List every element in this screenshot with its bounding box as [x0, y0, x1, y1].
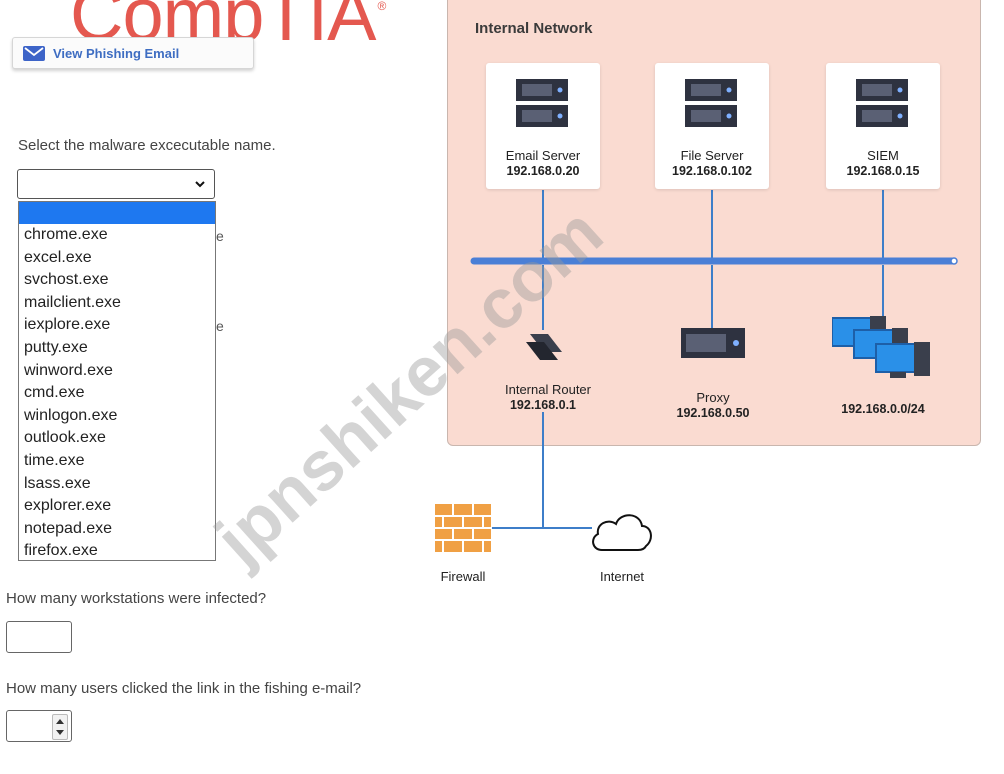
- firewall-label: Firewall: [440, 569, 486, 584]
- file-server-ip: 192.168.0.102: [672, 164, 752, 178]
- stepper-down-icon[interactable]: [56, 730, 64, 735]
- email-server-ip: 192.168.0.20: [506, 164, 580, 178]
- router-ip: 192.168.0.1: [509, 398, 577, 412]
- stepper-up-icon[interactable]: [56, 719, 64, 724]
- dropdown-option[interactable]: winlogon.exe: [24, 406, 118, 424]
- dropdown-option[interactable]: svchost.exe: [24, 271, 109, 289]
- question-malware-label: Select the malware excecutable name.: [18, 137, 276, 154]
- dropdown-option[interactable]: lsass.exe: [24, 474, 91, 492]
- dropdown-option[interactable]: mailclient.exe: [24, 293, 121, 311]
- dropdown-option[interactable]: firefox.exe: [24, 542, 98, 560]
- infected-workstations-input[interactable]: [6, 621, 72, 653]
- file-server-card: File Server 192.168.0.102: [655, 63, 769, 189]
- email-server-name: Email Server: [505, 148, 581, 163]
- internet-cloud-icon: [592, 514, 652, 551]
- view-phishing-email-button[interactable]: View Phishing Email: [12, 37, 254, 69]
- siem-card: SIEM 192.168.0.15: [826, 63, 940, 189]
- dropdown-option[interactable]: putty.exe: [24, 338, 88, 356]
- chevron-down-icon: [195, 181, 205, 188]
- bus-endpoint: [950, 257, 958, 265]
- file-server-name: File Server: [680, 148, 744, 163]
- server-icon: [685, 79, 737, 127]
- internal-network-title: Internal Network: [475, 20, 593, 37]
- hidden-text-fragment: e: [216, 318, 224, 334]
- dropdown-option[interactable]: excel.exe: [24, 248, 92, 266]
- users-clicked-stepper[interactable]: [6, 710, 72, 742]
- dropdown-option[interactable]: time.exe: [24, 451, 85, 469]
- view-phishing-email-label: View Phishing Email: [53, 45, 180, 61]
- dropdown-option[interactable]: winword.exe: [24, 361, 113, 379]
- malware-select[interactable]: [17, 169, 215, 199]
- server-icon: [516, 79, 568, 127]
- dropdown-option[interactable]: outlook.exe: [24, 429, 106, 447]
- workstations-icon: [832, 316, 930, 378]
- siem-name: SIEM: [867, 148, 899, 163]
- registered-mark: ®: [377, 0, 387, 14]
- proxy-ip: 192.168.0.50: [676, 406, 750, 420]
- dropdown-option[interactable]: chrome.exe: [24, 226, 108, 243]
- dropdown-option[interactable]: notepad.exe: [24, 519, 113, 537]
- router-icon: [526, 334, 562, 360]
- hidden-text-fragment: e: [216, 228, 224, 244]
- envelope-icon: [23, 45, 45, 61]
- workstations-subnet: 192.168.0.0/24: [841, 402, 925, 416]
- email-server-card: Email Server 192.168.0.20: [486, 63, 600, 189]
- router-name: Internal Router: [505, 382, 591, 397]
- dropdown-option-blank-highlighted[interactable]: [19, 202, 215, 224]
- dropdown-option[interactable]: cmd.exe: [24, 384, 85, 402]
- proxy-server-icon: [681, 328, 745, 358]
- stepper-arrows[interactable]: [52, 714, 68, 740]
- dropdown-option[interactable]: explorer.exe: [24, 497, 112, 515]
- dropdown-option[interactable]: iexplore.exe: [24, 316, 111, 334]
- malware-dropdown-list[interactable]: chrome.exe excel.exe svchost.exe mailcli…: [18, 201, 216, 561]
- siem-ip: 192.168.0.15: [846, 164, 920, 178]
- firewall-icon: [435, 504, 491, 552]
- proxy-name: Proxy: [696, 390, 730, 405]
- question-workstations-label: How many workstations were infected?: [6, 590, 267, 607]
- question-users-clicked-label: How many users clicked the link in the f…: [6, 680, 362, 697]
- internet-label: Internet: [599, 569, 645, 584]
- server-icon: [856, 79, 908, 127]
